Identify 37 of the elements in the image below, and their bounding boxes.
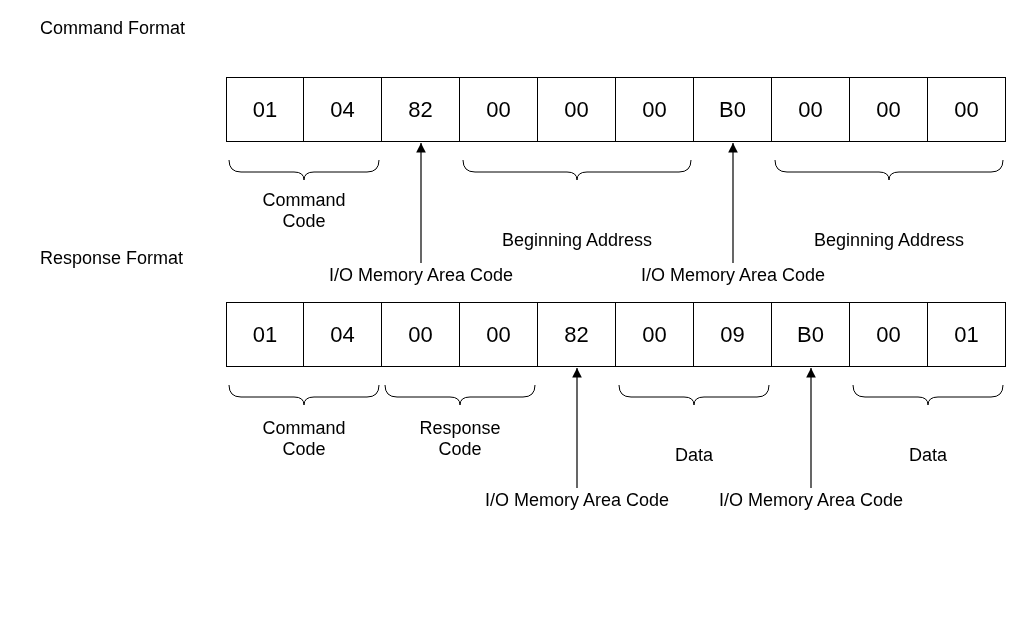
byte-cell: 01 [226, 77, 304, 142]
byte-cell: 00 [616, 302, 694, 367]
byte-cell: 00 [382, 302, 460, 367]
arrow [806, 367, 816, 489]
section-heading: Response Format [40, 248, 184, 269]
byte-cell: 00 [772, 77, 850, 142]
field-label: Command Code [261, 418, 347, 460]
field-label: I/O Memory Area Code [484, 490, 670, 511]
byte-cell: 00 [850, 77, 928, 142]
byte-cell: 82 [382, 77, 460, 142]
field-label: Beginning Address [501, 230, 653, 251]
field-label: I/O Memory Area Code [718, 490, 904, 511]
byte-cell: 00 [460, 302, 538, 367]
field-label: Response Code [418, 418, 502, 460]
byte-cell: 00 [460, 77, 538, 142]
byte-cell: 04 [304, 302, 382, 367]
arrow [416, 142, 426, 264]
byte-cell: 01 [226, 302, 304, 367]
section-heading: Command Format [40, 18, 186, 39]
byte-cell: 01 [928, 302, 1006, 367]
arrow [728, 142, 738, 264]
byte-cell: 00 [538, 77, 616, 142]
field-label: Beginning Address [813, 230, 965, 251]
field-label: Command Code [261, 190, 347, 232]
byte-cell: 00 [928, 77, 1006, 142]
field-label: Data [675, 445, 713, 466]
byte-cell: 09 [694, 302, 772, 367]
byte-cell: 00 [616, 77, 694, 142]
byte-cell: 04 [304, 77, 382, 142]
arrow [572, 367, 582, 489]
byte-cell: B0 [694, 77, 772, 142]
field-label: Data [909, 445, 947, 466]
field-label: I/O Memory Area Code [328, 265, 514, 286]
byte-cell: B0 [772, 302, 850, 367]
byte-cell: 82 [538, 302, 616, 367]
byte-cell: 00 [850, 302, 928, 367]
field-label: I/O Memory Area Code [640, 265, 826, 286]
